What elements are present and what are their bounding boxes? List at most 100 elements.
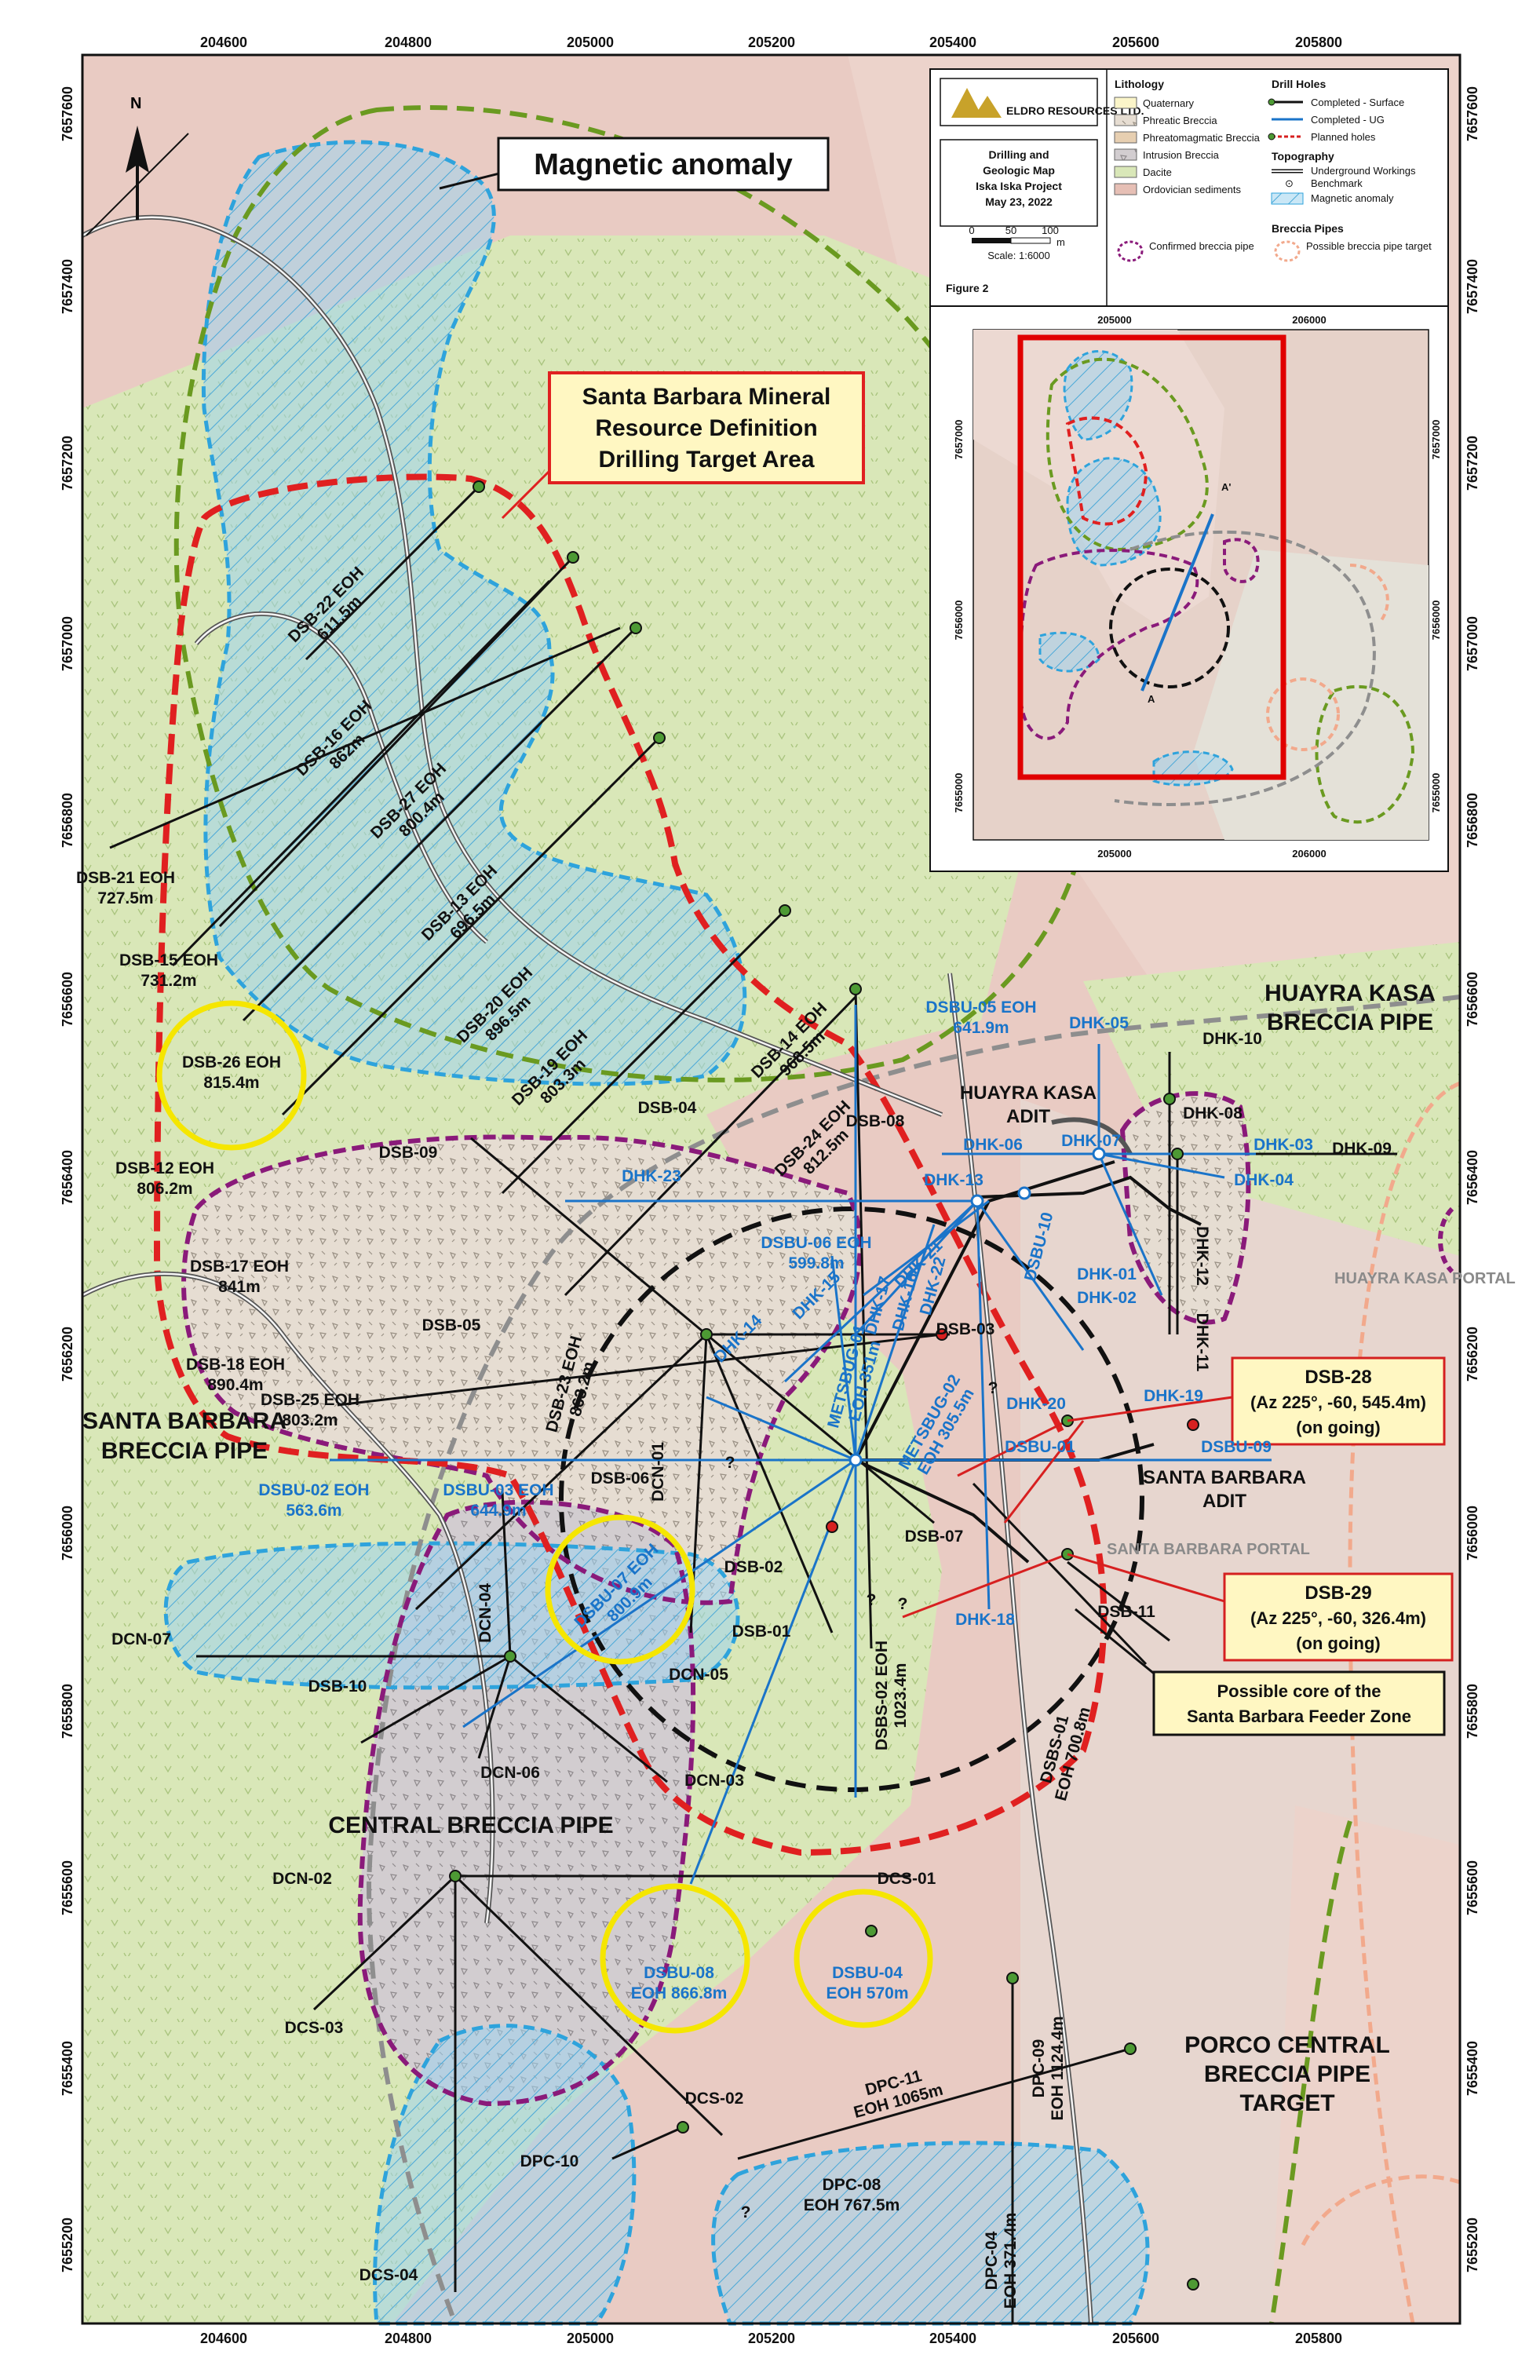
inset-ytick-left-3: 7655000: [953, 773, 965, 813]
lithology-heading: Lithology: [1115, 78, 1164, 90]
huayra-kasa-portal-label: HUAYRA KASA PORTAL: [1334, 1270, 1516, 1287]
lith-intrusion: Intrusion Breccia: [1143, 149, 1220, 161]
legend-magnetic: Magnetic anomaly: [1311, 192, 1394, 204]
hole-label-depth: 731.2m: [140, 972, 196, 990]
hole-label-depth: 815.4m: [203, 1074, 259, 1092]
x-tick-top: 204600: [200, 35, 247, 50]
inset-feeder-outline: [1109, 568, 1230, 688]
santa-barbara-adit-label-2: ADIT: [1202, 1491, 1246, 1512]
hole-id: DHK-10: [1202, 1030, 1262, 1048]
feeder-line1: Possible core of the: [1217, 1681, 1381, 1701]
x-tick-top: 205400: [929, 35, 976, 50]
ug-label-depth: 641.9m: [953, 1019, 1009, 1037]
inset-ytick-right-3: 7655000: [1430, 773, 1442, 813]
y-tick-left: 7656800: [60, 793, 75, 848]
scale-tick-0: 0: [969, 224, 974, 236]
hole-id: DCN-02: [272, 1870, 332, 1888]
inset-section-b: A': [1221, 481, 1231, 493]
swatch-intrusion: [1114, 148, 1137, 161]
hole-label-name: DSB-25 EOH: [261, 1391, 359, 1409]
inset-xtick-bottom-2: 206000: [1292, 848, 1326, 860]
company-name: ELDRO RESOURCES LTD.: [1006, 104, 1144, 117]
ug-hole-id: DSBU-09: [1201, 1438, 1272, 1456]
y-tick-right: 7657600: [1465, 86, 1480, 141]
huayra-kasa-pipe-label-2: BRECCIA PIPE: [1267, 1009, 1433, 1035]
highlight-circles: [156, 1000, 933, 2034]
question-mark: ?: [741, 2203, 751, 2221]
hole-id: DCN-03: [684, 1772, 744, 1790]
ug-label-name: DSBU-03 EOH: [443, 1481, 553, 1499]
y-tick-right: 7657200: [1465, 436, 1480, 491]
y-tick-right: 7655600: [1465, 1860, 1480, 1915]
lith-phreatic: Phreatic Breccia: [1143, 115, 1217, 126]
porco-label-3: TARGET: [1239, 2090, 1334, 2116]
ug-label-name: DSBU-04: [832, 1964, 903, 1982]
target-callout-line1: Santa Barbara Mineral: [582, 384, 831, 410]
huayra-kasa-adit-label-2: ADIT: [1006, 1106, 1050, 1127]
question-marks: ?????: [725, 1379, 998, 2221]
hole-label-name: DSBS-02 EOH: [873, 1641, 891, 1750]
y-tick-right: 7656200: [1465, 1327, 1480, 1382]
santa-barbara-adit-label-1: SANTA BARBARA: [1143, 1467, 1306, 1488]
inset-magnetic-1: [1066, 457, 1162, 567]
legend-surface-collar-icon: [1268, 98, 1275, 106]
hole-label-name: DSB-21 EOH: [76, 869, 175, 887]
y-tick-left: 7655800: [60, 1684, 75, 1739]
hole-id: DCS-01: [878, 1870, 936, 1888]
hole-id: DHK-11: [1193, 1313, 1211, 1372]
legend-title-1: Drilling and: [989, 148, 1049, 161]
magnetic-anomaly-central: [163, 1541, 740, 1690]
swatch-dacite: [1114, 166, 1137, 178]
dsb28-callout: DSB-28 (Az 225°, -60, 545.4m) (on going): [1067, 1356, 1446, 1446]
planned-holes: [902, 1419, 1085, 1619]
huayra-kasa-breccia-fill: [1122, 1093, 1249, 1323]
hole-label-depth: EOH 371.4m: [1002, 2213, 1020, 2309]
legend-confirmed-icon: [1117, 240, 1144, 262]
huayra-kasa-pipe-label-1: HUAYRA KASA: [1264, 980, 1436, 1006]
x-tick-top: 205800: [1295, 35, 1342, 50]
planned-collars: [826, 1328, 1199, 1533]
hole-id: DCS-04: [359, 2266, 418, 2284]
legend-surface: Completed - Surface: [1311, 97, 1404, 108]
hole-label-depth: 806.2m: [137, 1180, 192, 1198]
legend-benchmark: Benchmark: [1311, 177, 1363, 189]
y-tick-left: 7656200: [60, 1327, 75, 1382]
hole-id: DPC-10: [520, 2152, 579, 2170]
dsb29-callout: DSB-29 (Az 225°, -60, 326.4m) (on going): [1067, 1553, 1454, 1662]
hole-id: DCS-02: [685, 2090, 744, 2108]
ug-hole-id: DHK-07: [1061, 1132, 1121, 1150]
feeder-line2: Santa Barbara Feeder Zone: [1187, 1707, 1411, 1726]
topography-heading: Topography: [1272, 150, 1334, 162]
y-tick-left: 7657200: [60, 436, 75, 491]
santa-barbara-breccia-fill: [184, 1137, 860, 1603]
legend-confirmed: Confirmed breccia pipe: [1149, 240, 1254, 252]
hole-label-name: DPC-08: [823, 2176, 881, 2194]
question-mark: ?: [988, 1379, 998, 1397]
y-tick-right: 7656800: [1465, 793, 1480, 848]
x-tick-bottom: 205800: [1295, 2331, 1342, 2346]
inset-section-a: A: [1148, 693, 1155, 705]
porco-label-2: BRECCIA PIPE: [1204, 2061, 1370, 2087]
inset-green-dash-1: [1046, 357, 1209, 552]
inset-ytick-left-1: 7657000: [953, 420, 965, 460]
pipes-heading: Breccia Pipes: [1272, 222, 1344, 235]
hole-label-depth: 727.5m: [97, 889, 153, 907]
y-tick-left: 7656000: [60, 1506, 75, 1561]
dsb29-line3: (on going): [1296, 1634, 1381, 1653]
swatch-ordovician: [1114, 183, 1137, 195]
ug-hole-id: DHK-19: [1144, 1387, 1203, 1405]
ug-drill-traces: [330, 1005, 1272, 1885]
ug-hole-id: DHK-04: [1234, 1171, 1294, 1189]
hole-id: DHK-09: [1332, 1140, 1392, 1158]
x-tick-bottom: 205400: [929, 2331, 976, 2346]
central-pipe-outline: [357, 1499, 696, 2107]
hole-label-name: DPC-09: [1030, 2039, 1048, 2098]
hole-id: DCS-03: [285, 2019, 344, 2037]
hole-label-name: DSB-17 EOH: [190, 1258, 289, 1276]
question-mark: ?: [867, 1591, 877, 1609]
inset-magnetic-3: [1038, 631, 1100, 673]
inset-xtick-top-2: 206000: [1292, 314, 1326, 326]
